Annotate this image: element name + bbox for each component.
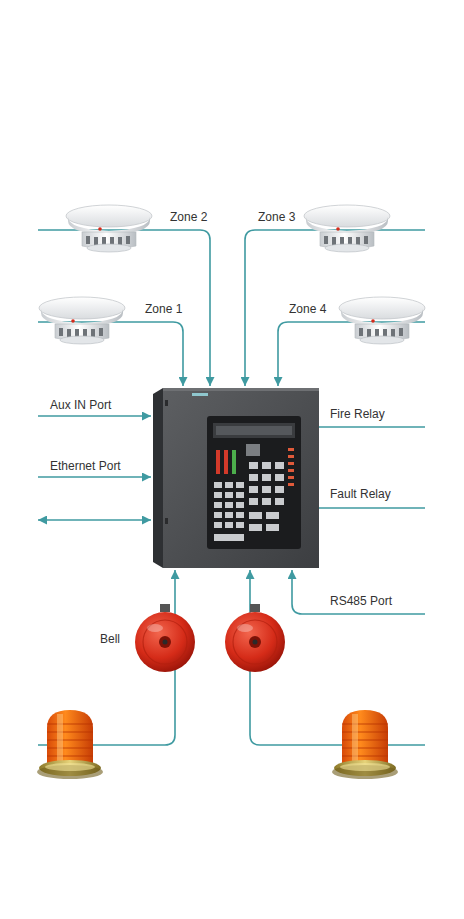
port-label: RS485 Port — [330, 594, 392, 608]
strobe-light — [37, 710, 103, 779]
alarm-bell — [225, 604, 285, 672]
smoke-detector — [304, 205, 390, 252]
smoke-detector — [39, 297, 125, 344]
port-label: Zone 3 — [258, 210, 295, 224]
port-label: Aux IN Port — [50, 398, 111, 412]
strobe-light — [332, 710, 398, 779]
alarm-bell — [135, 604, 195, 672]
port-label: Zone 1 — [145, 302, 182, 316]
control-panel — [153, 388, 319, 568]
port-label: Fire Relay — [330, 407, 385, 421]
port-label: Zone 2 — [170, 210, 207, 224]
smoke-detector — [66, 205, 152, 252]
port-label: Bell — [100, 632, 120, 646]
smoke-detector — [339, 297, 425, 344]
port-label: Ethernet Port — [50, 459, 121, 473]
wiring — [38, 230, 425, 745]
port-label: Fault Relay — [330, 487, 391, 501]
port-label: Zone 4 — [289, 302, 326, 316]
